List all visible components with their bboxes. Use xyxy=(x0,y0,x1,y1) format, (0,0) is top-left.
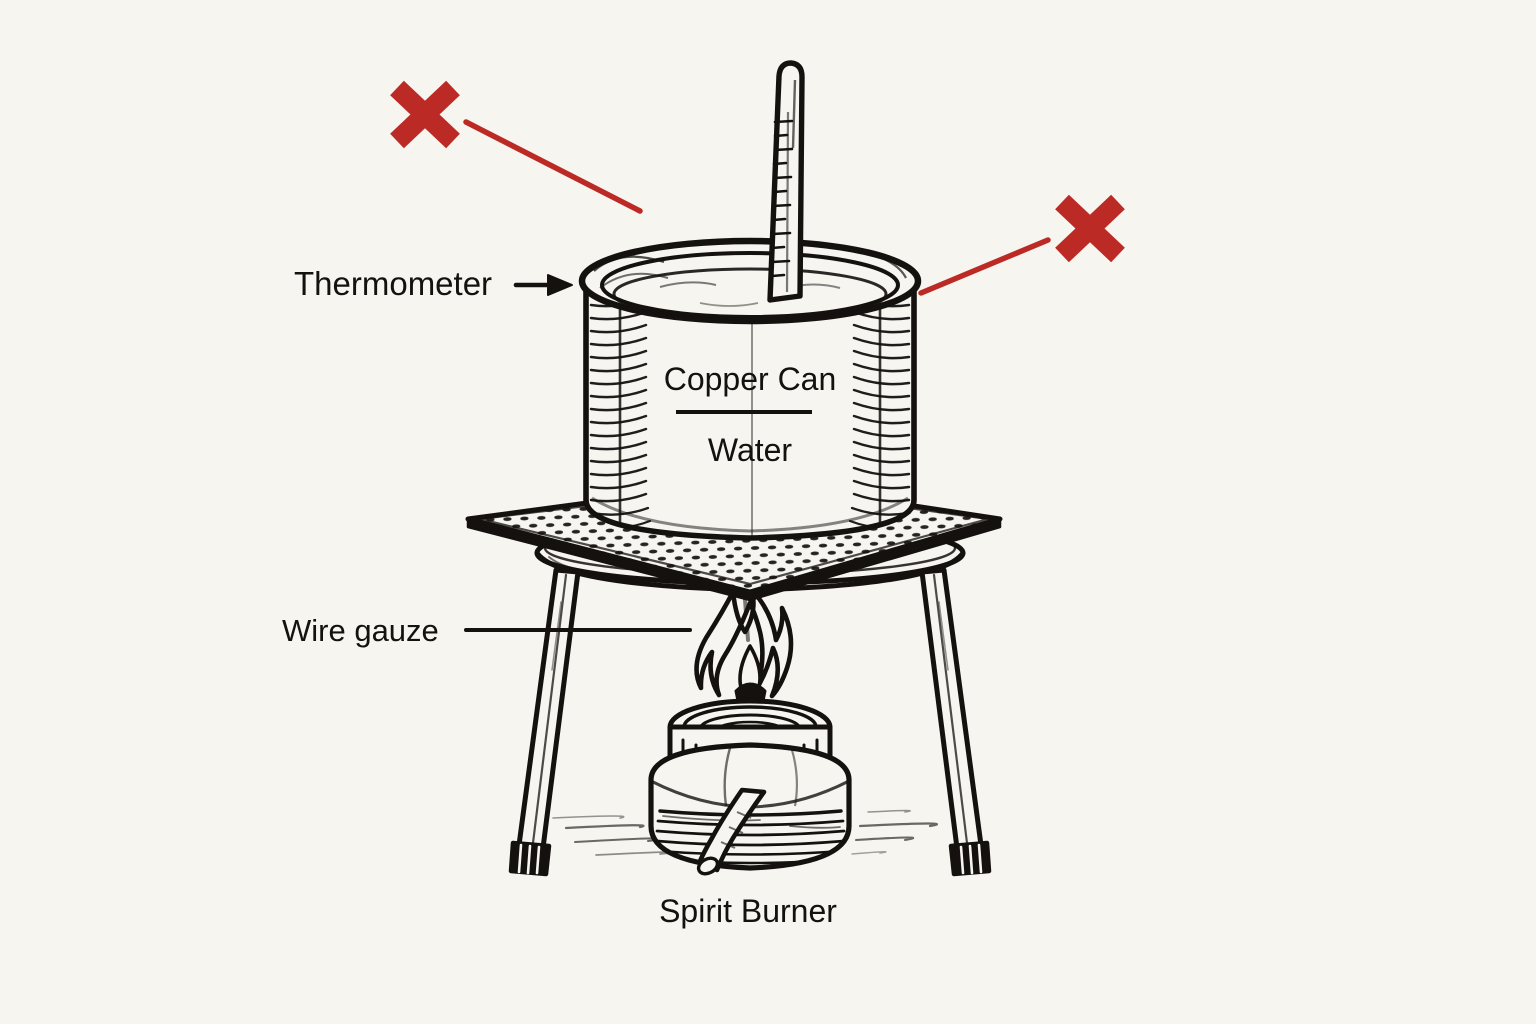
annotation-cross-right-group xyxy=(918,194,1125,296)
can-base-curve xyxy=(591,496,909,533)
thermometer xyxy=(767,60,805,303)
copper-can xyxy=(578,237,922,541)
annotation-cross-left-group xyxy=(390,80,643,214)
copper-can-label: Copper Can xyxy=(664,361,837,397)
spirit-burner-label: Spirit Burner xyxy=(659,893,837,929)
red-leader-line-left xyxy=(463,119,643,214)
wick-tube xyxy=(696,787,767,876)
thermometer-label: Thermometer xyxy=(294,265,492,302)
thermometer-highlight xyxy=(791,79,797,149)
water-label: Water xyxy=(708,432,793,468)
red-leader-line-right xyxy=(918,237,1051,296)
red-cross-right-icon xyxy=(1055,194,1125,263)
wick-tip xyxy=(734,682,767,703)
tripod-leg-right xyxy=(919,567,992,877)
thermometer-arrow xyxy=(513,274,573,296)
tripod-leg-left xyxy=(508,567,581,877)
red-cross-left-icon xyxy=(390,80,460,149)
burner-body xyxy=(648,742,852,876)
wire-gauze-label: Wire gauze xyxy=(282,613,439,648)
water-surface xyxy=(612,267,888,321)
thermometer-bore xyxy=(785,111,790,293)
can-rim-inner xyxy=(600,251,900,319)
